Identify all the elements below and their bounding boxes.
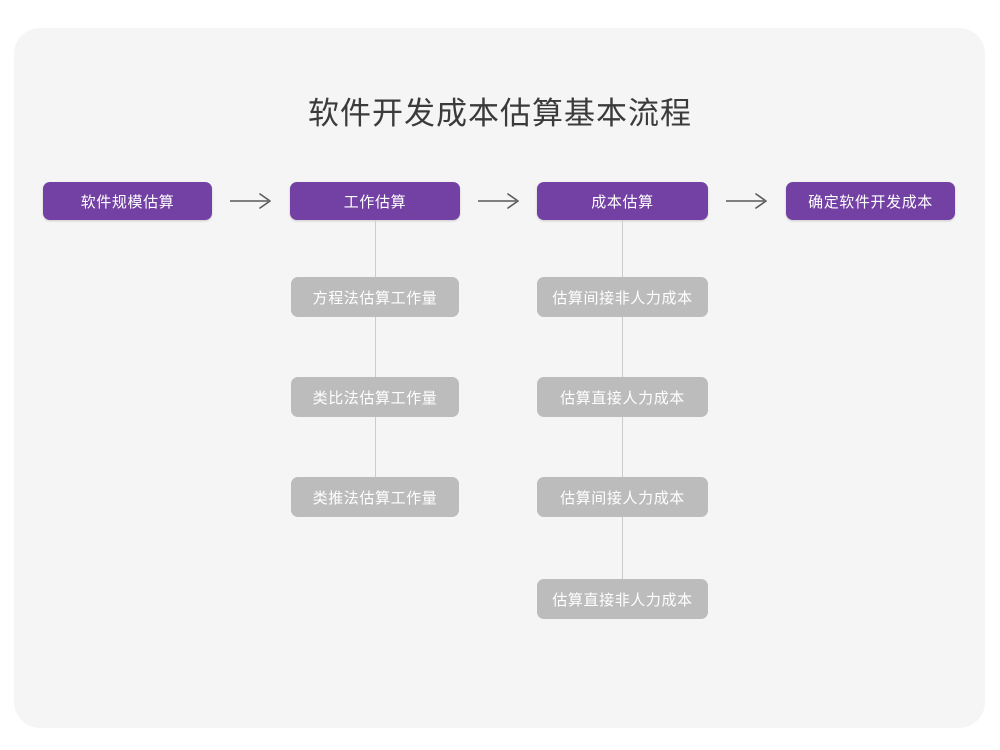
arrow-right-icon-1	[228, 190, 276, 212]
flow-node-software-scale-estimation[interactable]: 软件规模估算	[43, 182, 212, 220]
connector-work-1	[375, 220, 376, 277]
page-title: 软件开发成本估算基本流程	[308, 96, 692, 131]
flow-node-cost-estimation[interactable]: 成本估算	[537, 182, 708, 220]
sub-node-indirect-labor-cost[interactable]: 估算间接人力成本	[537, 477, 708, 517]
connector-work-3	[375, 417, 376, 477]
connector-cost-1	[622, 220, 623, 277]
sub-node-direct-labor-cost[interactable]: 估算直接人力成本	[537, 377, 708, 417]
sub-node-indirect-non-labor-cost[interactable]: 估算间接非人力成本	[537, 277, 708, 317]
arrow-right-icon-3	[724, 190, 772, 212]
diagram-card	[14, 28, 985, 728]
arrow-right-icon-2	[476, 190, 524, 212]
connector-cost-2	[622, 317, 623, 377]
connector-cost-3	[622, 417, 623, 477]
sub-node-direct-non-labor-cost[interactable]: 估算直接非人力成本	[537, 579, 708, 619]
connector-cost-4	[622, 517, 623, 579]
connector-work-2	[375, 317, 376, 377]
flow-node-work-estimation[interactable]: 工作估算	[290, 182, 460, 220]
flow-node-final-cost[interactable]: 确定软件开发成本	[786, 182, 955, 220]
sub-node-inference-method[interactable]: 类推法估算工作量	[291, 477, 459, 517]
sub-node-analogy-method[interactable]: 类比法估算工作量	[291, 377, 459, 417]
sub-node-equation-method[interactable]: 方程法估算工作量	[291, 277, 459, 317]
